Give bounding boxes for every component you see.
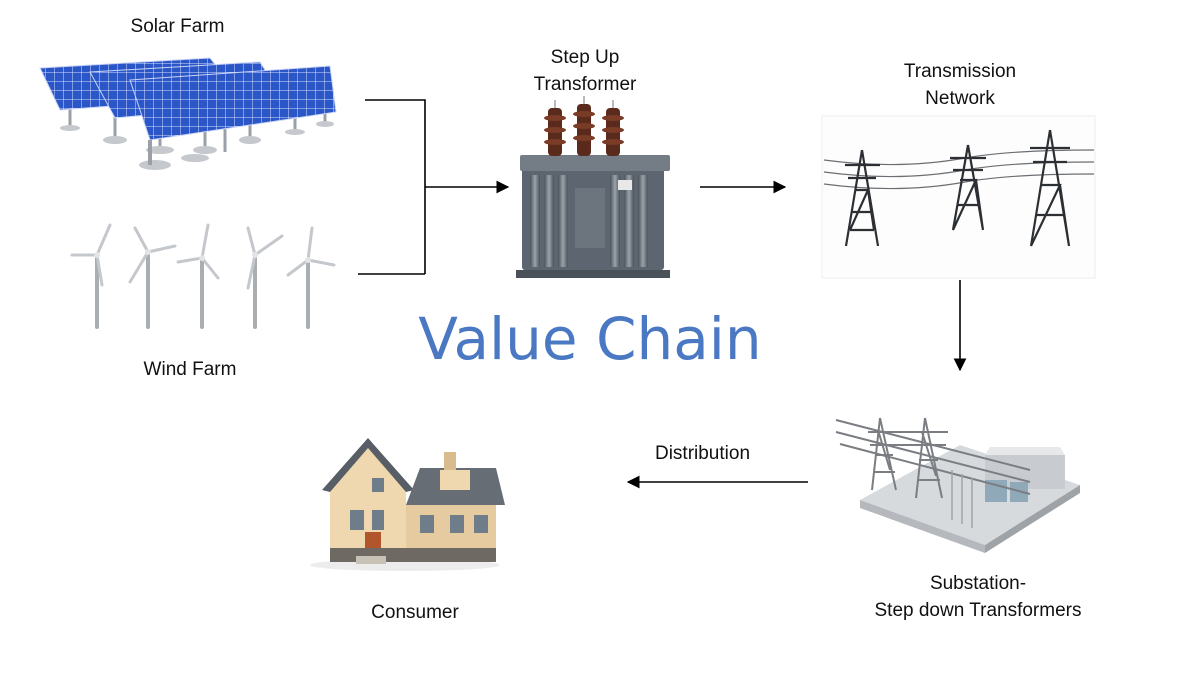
substation-label-line2: Step down Transformers <box>874 600 1082 621</box>
solar-panel-array-icon <box>39 57 337 170</box>
substation-label: Substation- Step down Transformers <box>848 570 1108 624</box>
wind-turbine-icon <box>70 223 336 329</box>
diagram-title: Value Chain <box>418 305 762 373</box>
step-up-transformer-label-line1: Step Up <box>550 47 620 68</box>
step-up-transformer-label-line2: Transformer <box>533 74 637 95</box>
house-icon <box>310 438 505 571</box>
distribution-label: Distribution <box>654 443 751 464</box>
solar-farm-label: Solar Farm <box>130 16 225 37</box>
substation-label-line1: Substation- <box>929 573 1027 594</box>
consumer-label: Consumer <box>371 602 459 623</box>
transmission-network-label-line2: Network <box>925 88 995 109</box>
transmission-network-label: Transmission Network <box>870 58 1050 112</box>
transformer-icon <box>516 96 670 278</box>
connector-solar <box>365 99 426 274</box>
wind-farm-label: Wind Farm <box>143 359 237 380</box>
step-up-transformer-label: Step Up Transformer <box>505 44 665 98</box>
transmission-tower-icon <box>821 115 1096 279</box>
substation-icon <box>835 417 1080 553</box>
transmission-network-label-line1: Transmission <box>903 61 1017 82</box>
connectors <box>358 99 967 489</box>
